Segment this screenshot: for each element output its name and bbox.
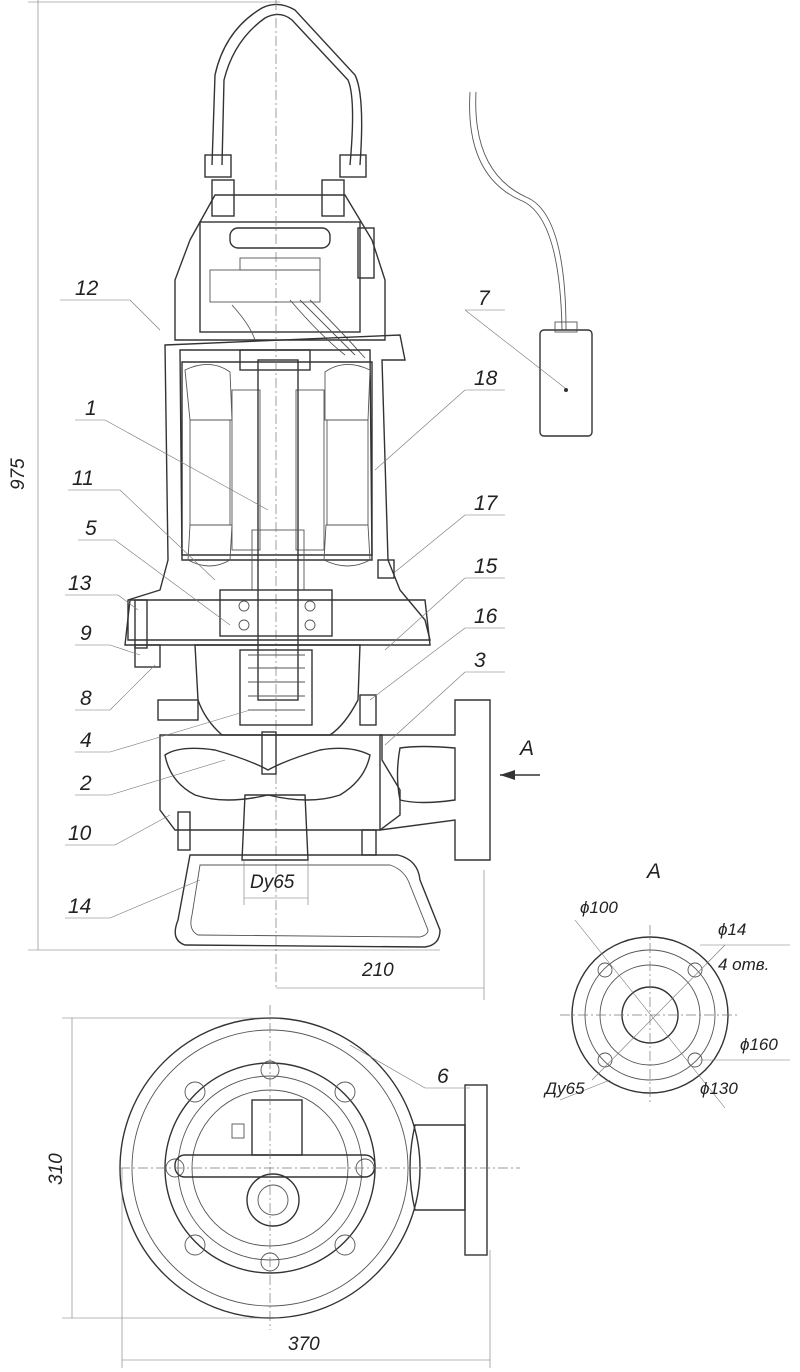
- plan-view: [119, 1005, 520, 1330]
- callout-6: 6: [437, 1065, 449, 1088]
- dim-plan-depth: 310: [46, 1153, 67, 1185]
- float-switch: [469, 91, 593, 437]
- part-callouts: 12 1 11 5 13 9 8 4 2 10 14 7 18 17 15 16: [60, 277, 566, 1089]
- view-a-title: A: [645, 860, 661, 883]
- callout-10: 10: [68, 822, 92, 845]
- dim-flange-inner: ϕ100: [580, 898, 618, 917]
- callout-2: 2: [79, 772, 92, 795]
- callout-17: 17: [474, 492, 499, 515]
- callout-9: 9: [80, 622, 92, 645]
- callout-1: 1: [85, 397, 97, 420]
- view-a-flange: A ϕ100 ϕ14 4 отв. ϕ160 ϕ130 Ду65: [543, 860, 790, 1109]
- dim-overall-height: 975: [8, 458, 29, 490]
- dim-plan-width: 370: [288, 1334, 320, 1355]
- callout-8: 8: [80, 687, 92, 710]
- callout-16: 16: [474, 605, 498, 628]
- dim-flange-pcd: ϕ130: [700, 1079, 738, 1098]
- callout-11: 11: [72, 467, 94, 490]
- callout-18: 18: [474, 367, 498, 390]
- dim-inlet: Dy65: [250, 872, 295, 893]
- callout-5: 5: [85, 517, 97, 540]
- dim-flange-bore: Ду65: [543, 1079, 585, 1098]
- callout-14: 14: [68, 895, 91, 918]
- dim-hole-count: 4 отв.: [718, 955, 769, 974]
- dim-outlet-offset: 210: [361, 960, 394, 981]
- callout-3: 3: [474, 649, 486, 672]
- callout-15: 15: [474, 555, 498, 578]
- callout-12: 12: [75, 277, 99, 300]
- front-section-view: A: [124, 0, 540, 990]
- callout-4: 4: [80, 729, 92, 752]
- view-a-arrow-label: A: [518, 737, 534, 760]
- callout-7: 7: [478, 287, 491, 310]
- dimension-lines: 975 210 Dy65 310 370: [8, 0, 491, 1368]
- dim-hole-diameter: ϕ14: [718, 920, 746, 939]
- dim-flange-outer: ϕ160: [740, 1035, 778, 1054]
- callout-13: 13: [68, 572, 92, 595]
